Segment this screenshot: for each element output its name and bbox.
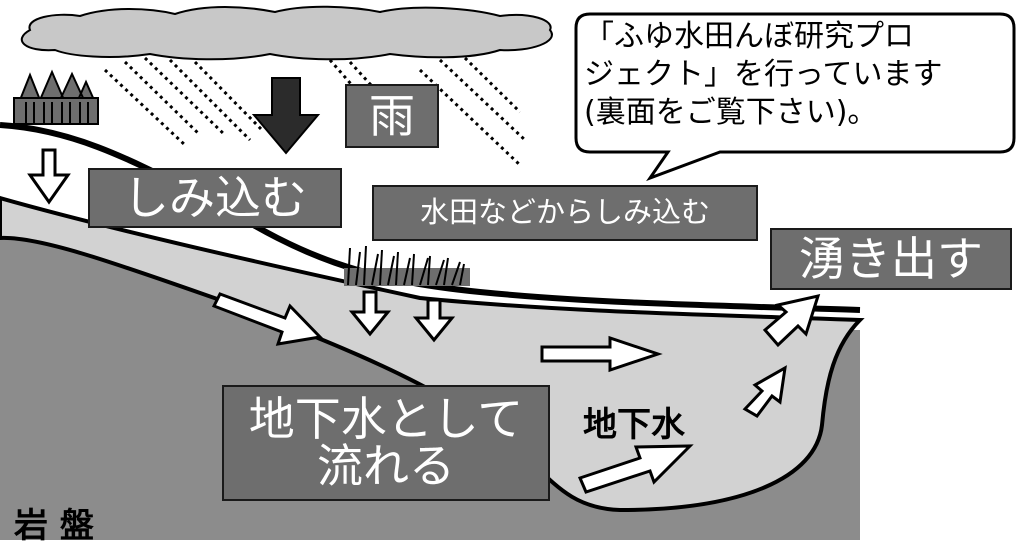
cloud-shape — [20, 5, 553, 61]
rise-arrow-1 — [742, 365, 787, 418]
label-groundwater: 地下水 — [583, 405, 685, 445]
callout-line-1: 「ふゆ水田んぼ研究プロ — [584, 19, 914, 54]
label-groundwater-flow-line-2: 流れる — [317, 439, 455, 493]
flow-arrow-2 — [540, 335, 663, 373]
label-groundwater-flow: 地下水として 流れる — [222, 385, 550, 501]
callout-bubble-shape — [574, 12, 1016, 182]
label-seep: しみ込む — [88, 168, 342, 228]
callout-line-3: (裏面をご覧下さい)。 — [584, 95, 878, 130]
rain-streaks — [103, 56, 527, 167]
seep-arrow-forest — [27, 148, 71, 205]
label-bedrock: 岩 盤 — [14, 506, 94, 546]
label-paddy-seep: 水田などからしみ込む — [372, 185, 758, 241]
label-rain: 雨 — [345, 84, 439, 148]
label-groundwater-flow-line-1: 地下水として — [248, 392, 524, 447]
callout-text: 「ふゆ水田んぼ研究プロ ジェクト」を行っています (裏面をご覧下さい)。 — [584, 18, 1014, 132]
seep-arrow-paddy-2 — [412, 298, 456, 343]
label-spring: 湧き出す — [770, 228, 1012, 290]
forest-icon — [13, 69, 99, 125]
paddy-grass-icon — [344, 245, 470, 286]
flow-arrow-1 — [211, 292, 324, 346]
callout-line-2: ジェクト」を行っています — [584, 57, 943, 92]
seep-arrow-paddy-1 — [348, 290, 392, 337]
rise-arrow-2 — [762, 293, 821, 348]
flow-arrow-3 — [577, 444, 694, 494]
rain-arrow — [251, 77, 321, 155]
